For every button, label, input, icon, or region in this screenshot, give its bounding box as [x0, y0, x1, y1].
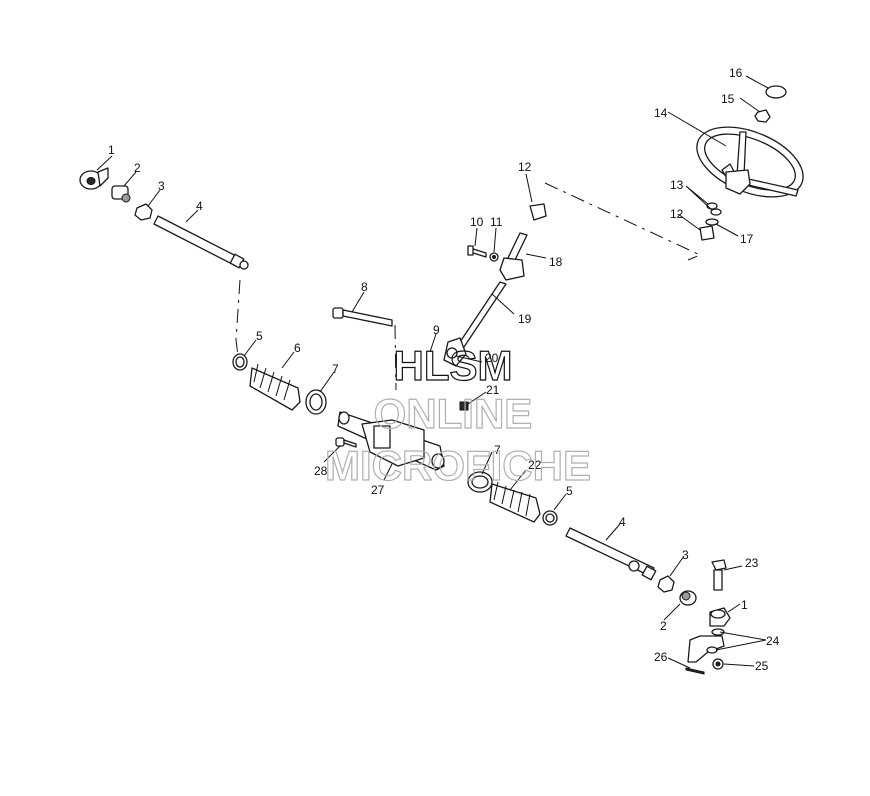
nut-lower	[657, 575, 675, 593]
callout-14: 14	[654, 106, 668, 120]
callout-4-upper: 4	[196, 199, 203, 213]
leader-lines	[96, 75, 769, 669]
callout-17: 17	[740, 232, 754, 246]
watermark-line-1: HLSM	[394, 342, 513, 389]
callout-8: 8	[361, 280, 368, 294]
callout-21: 21	[486, 383, 500, 397]
wheel-washers	[706, 202, 722, 216]
callout-12-upper: 12	[518, 160, 532, 174]
callout-22: 22	[528, 458, 542, 472]
jam-nut-lower	[679, 590, 697, 606]
knuckle-bracket	[687, 628, 725, 663]
callout-3-lower: 3	[682, 548, 689, 562]
callout-6: 6	[294, 341, 301, 355]
inner-tie-rod-upper	[153, 215, 249, 270]
callout-9: 9	[433, 323, 440, 337]
column-coupler	[446, 347, 458, 359]
callout-7-lower: 7	[494, 443, 501, 457]
callout-3-upper: 3	[158, 179, 165, 193]
tie-rod-end-upper	[79, 167, 109, 190]
callout-11: 11	[490, 215, 503, 229]
watermark-line-3: MICROFICHE	[325, 442, 591, 489]
callout-4-lower: 4	[619, 515, 626, 529]
boot-clamp-upper	[305, 389, 327, 415]
assembly-line-upper-left	[235, 279, 241, 357]
assembly-line-steering	[544, 182, 702, 261]
knuckle-nut	[712, 658, 724, 670]
callout-13: 13	[670, 178, 684, 192]
watermark-line-2: ONLINE	[374, 390, 533, 437]
callout-23: 23	[745, 556, 759, 570]
callout-24: 24	[766, 634, 780, 648]
callout-7-upper: 7	[332, 362, 339, 376]
wheel-cap	[765, 85, 787, 99]
callout-16: 16	[729, 66, 743, 80]
callout-27: 27	[371, 483, 385, 497]
callout-labels: 1 2 3 4 5 6 7 8 9 10 11 12 12 13 14 15 1…	[108, 66, 780, 673]
boot-clamp-lower	[467, 471, 493, 493]
bushing-lower	[699, 225, 715, 241]
bellows-boot-upper	[249, 363, 301, 411]
watermark: HLSM ONLINE MICROFICHE	[324, 341, 591, 489]
clamp-ring-upper	[232, 353, 248, 371]
assembly-line-column	[394, 324, 397, 391]
bolt-long	[332, 307, 393, 327]
knuckle-bolt	[711, 559, 727, 591]
jam-nut-upper	[111, 185, 131, 203]
callout-20: 20	[485, 351, 499, 365]
callout-10: 10	[470, 215, 484, 229]
callout-2-lower: 2	[660, 619, 667, 633]
rack-nut	[459, 401, 469, 411]
steering-rack-housing	[337, 411, 445, 471]
bellows-boot-lower	[489, 481, 541, 523]
callout-1-lower: 1	[741, 598, 748, 612]
column-bolt	[467, 245, 487, 258]
callout-1-upper: 1	[108, 143, 115, 157]
callout-19: 19	[518, 312, 532, 326]
callout-25: 25	[755, 659, 769, 673]
callout-15: 15	[721, 92, 735, 106]
callout-26: 26	[654, 650, 668, 664]
steering-wheel	[696, 126, 804, 198]
callout-2-upper: 2	[134, 161, 141, 175]
callout-18: 18	[549, 255, 563, 269]
nut-upper	[134, 203, 153, 221]
callout-28: 28	[314, 464, 328, 478]
column-nut	[489, 252, 499, 262]
callout-5-upper: 5	[256, 329, 263, 343]
bushing-upper	[529, 203, 547, 221]
wheel-nut	[754, 109, 771, 123]
clamp-ring-lower	[542, 510, 558, 526]
inner-tie-rod-lower	[565, 527, 657, 581]
cotter-pin	[685, 667, 705, 675]
callout-12-lower: 12	[670, 207, 684, 221]
tie-rod-end-lower	[709, 607, 731, 627]
wheel-washer-lower	[705, 218, 719, 226]
callout-5-lower: 5	[566, 484, 573, 498]
